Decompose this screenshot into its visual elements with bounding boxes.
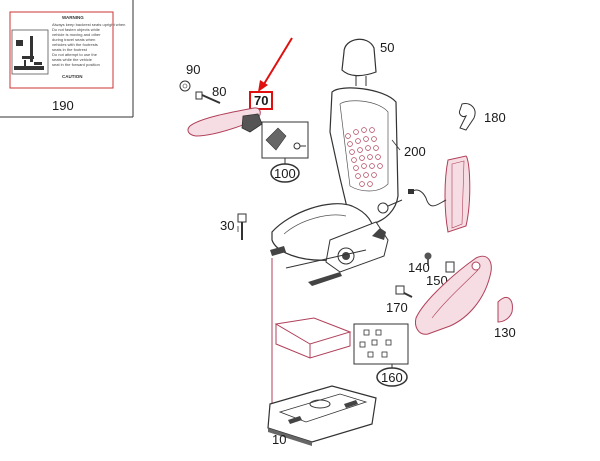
callout-200: 200 xyxy=(404,144,426,159)
callout-80: 80 xyxy=(212,84,226,99)
callout-170: 170 xyxy=(386,300,408,315)
perforation-pattern xyxy=(345,127,383,187)
screw-part-140 xyxy=(424,252,432,266)
warning-line-4: during travel seats when xyxy=(52,37,95,42)
bolt-part-170 xyxy=(395,285,413,298)
callout-130: 130 xyxy=(494,325,516,340)
cap-part-90 xyxy=(179,80,191,92)
armrest-part-70 xyxy=(187,107,263,137)
callout-10: 10 xyxy=(272,432,286,447)
warning-title: WARNING xyxy=(62,15,84,20)
warning-line-5: vehicles with the footrests xyxy=(52,42,98,47)
callout-30: 30 xyxy=(220,218,234,233)
bolt-part-80 xyxy=(195,91,221,104)
warning-caution: CAUTION xyxy=(62,74,83,79)
warning-line-2: Do not fasten objects while xyxy=(52,27,101,32)
callout-50: 50 xyxy=(380,40,394,55)
warning-line-6: seats in the footrest xyxy=(52,47,88,52)
clip-part-150 xyxy=(445,261,455,273)
callout-150: 150 xyxy=(426,273,448,288)
callout-180: 180 xyxy=(484,110,506,125)
wrench-icon xyxy=(459,103,476,131)
warning-line-7: Do not attempt to use the xyxy=(52,52,98,57)
callout-100-oval xyxy=(270,163,300,183)
headrest-part-50 xyxy=(341,38,377,86)
seat-pictogram-icon xyxy=(14,36,44,70)
cover-part-130 xyxy=(497,297,513,323)
callout-70: 70 xyxy=(254,93,268,108)
callout-90: 90 xyxy=(186,62,200,77)
highlight-arrow xyxy=(258,37,293,92)
bolt-part-30 xyxy=(237,213,247,240)
callout-100: 100 xyxy=(274,166,296,181)
seat-assembly-200 xyxy=(270,87,403,286)
lumbar-panel-180 xyxy=(408,155,471,233)
leader-lines xyxy=(237,139,401,232)
bracket-group-100 xyxy=(261,121,309,166)
seat-tray-part xyxy=(274,317,352,359)
callout-190: 190 xyxy=(52,98,74,113)
warning-line-9: seat in the forward position xyxy=(52,62,100,67)
warning-line-1: Always keep backrest seats upright when xyxy=(52,22,125,27)
warning-label-sticker: WARNING Always keep backrest seats uprig… xyxy=(9,11,125,89)
side-panel-cover xyxy=(415,255,492,335)
callout-140: 140 xyxy=(408,260,430,275)
callout-160: 160 xyxy=(381,370,403,385)
callout-160-oval xyxy=(376,367,408,387)
fastener-kit-160 xyxy=(353,323,409,368)
warning-line-8: seats while the vehicle xyxy=(52,57,93,62)
seat-base-frame-10 xyxy=(267,385,377,446)
warning-label-frame xyxy=(0,0,134,118)
highlight-box-70 xyxy=(249,91,273,110)
warning-line-3: vehicle is moving and other xyxy=(52,32,101,37)
